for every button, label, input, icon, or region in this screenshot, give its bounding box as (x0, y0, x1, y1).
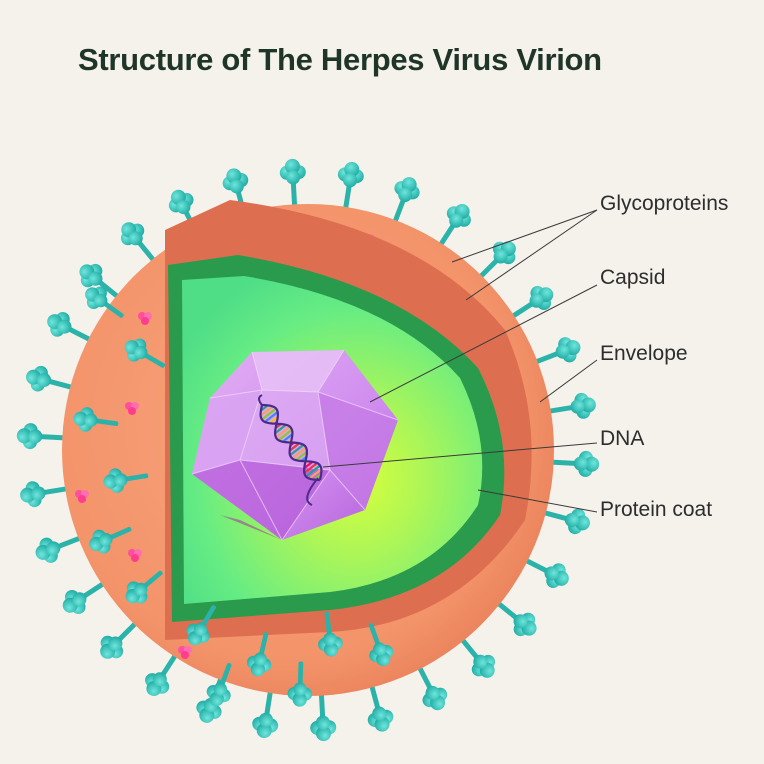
glycoprotein-spike-icon (22, 362, 76, 400)
glycoprotein-spike-icon (250, 689, 284, 741)
dna-helix-icon (258, 394, 323, 506)
glycoprotein-spike-icon (16, 422, 65, 451)
diagram-title: Structure of The Herpes Virus Virion (78, 42, 602, 77)
label-dna: DNA (600, 427, 645, 450)
label-capsid: Capsid (600, 266, 666, 289)
label-glycoproteins: Glycoproteins (600, 192, 729, 215)
glycoprotein-spike-icon (551, 449, 600, 478)
glycoprotein-spike-icon (540, 500, 594, 538)
glycoprotein-spike-icon (546, 390, 598, 425)
glycoprotein-spike-icon (308, 692, 337, 742)
glycoprotein-spike-icon (279, 158, 308, 208)
glycoprotein-spike-icon (359, 682, 397, 735)
label-protein-coat: Protein coat (600, 498, 713, 521)
label-envelope: Envelope (600, 342, 688, 365)
capsid-icosahedron (191, 349, 399, 541)
glycoprotein-spike-icon (18, 475, 70, 510)
leader-lines (322, 209, 598, 513)
glycoprotein-spike-icon (332, 159, 366, 211)
